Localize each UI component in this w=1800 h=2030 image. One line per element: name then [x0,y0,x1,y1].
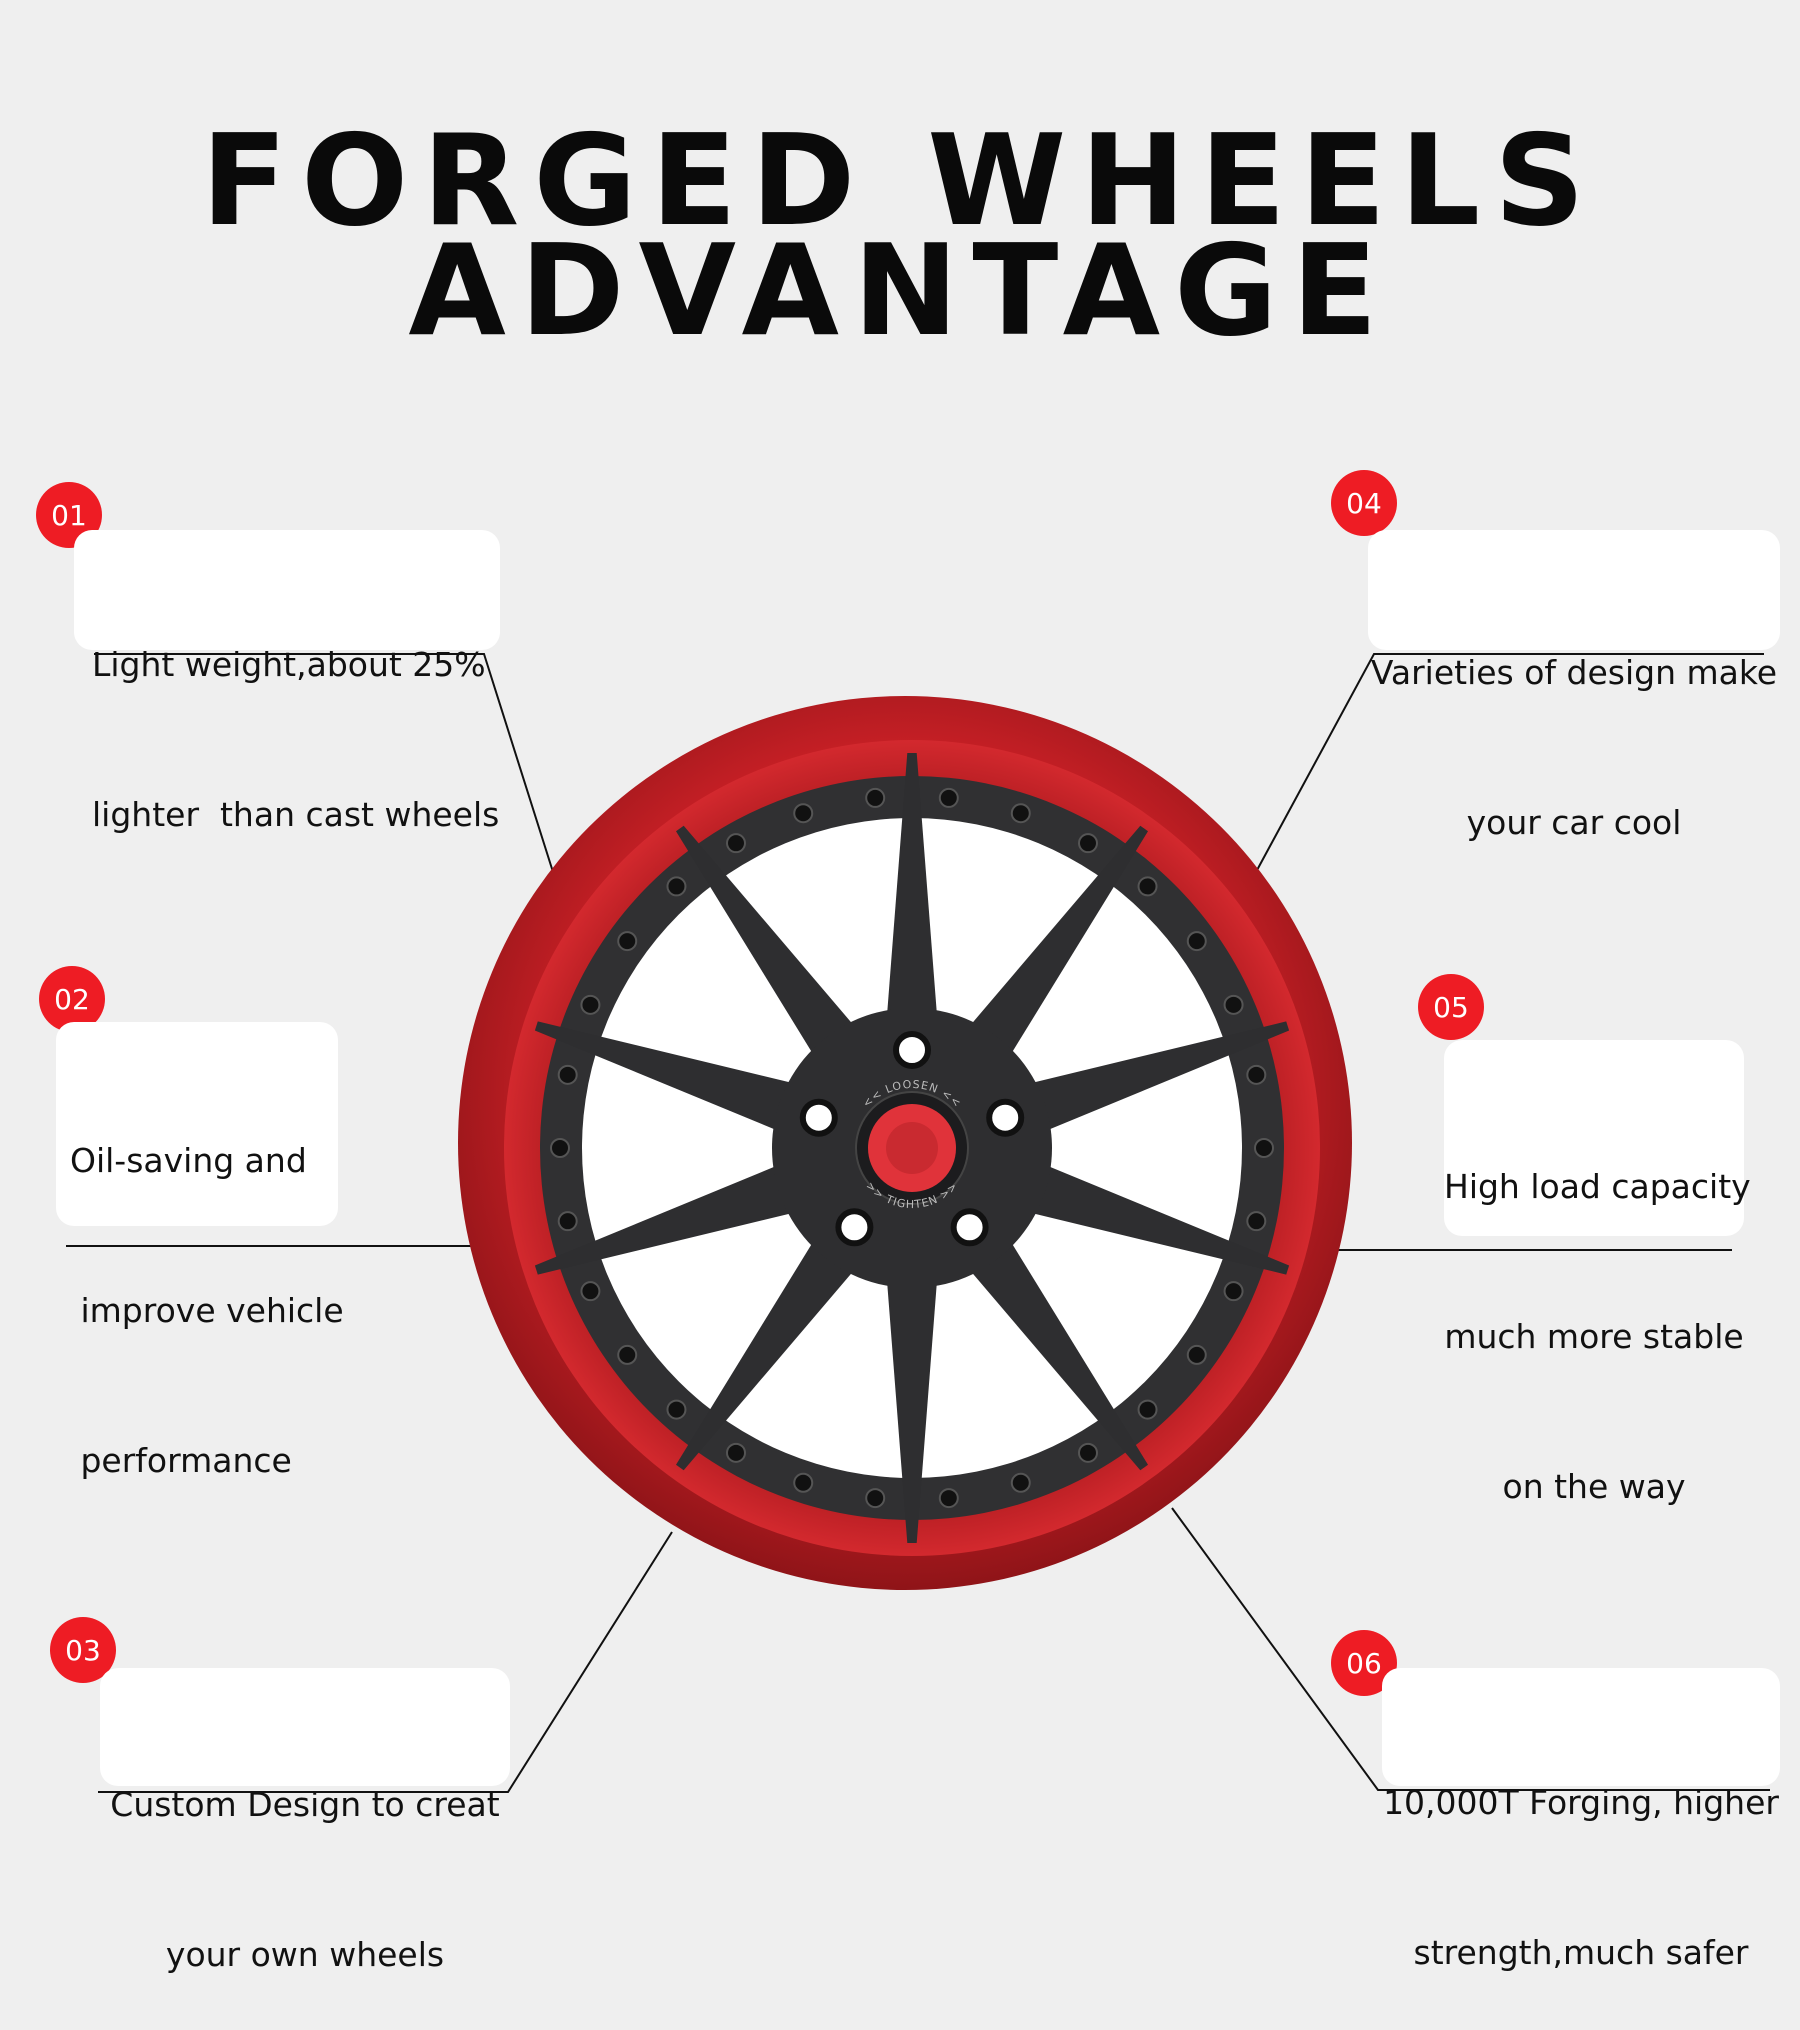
page-title-line-2: ADVANTAGE [408,217,1392,364]
feature-05-line-1: High load capacity [1444,1167,1751,1206]
spoke-window [727,1013,765,1042]
leader-line-01 [94,653,554,873]
spoke-window [838,931,859,975]
spoke [885,1265,939,1543]
spoke [885,753,939,1031]
spoke [676,1227,865,1471]
feature-03-line-2: your own wheels [165,1935,445,1974]
feature-05-line-2: much more stable [1444,1317,1744,1356]
feature-01-line-2: lighter than cast wheels [92,795,500,834]
rim-bolt [1078,833,1098,854]
rim-bolt [726,1442,746,1463]
center-cap-inner [886,1122,938,1174]
feature-06-line-1: 10,000T Forging, higher [1383,1783,1779,1822]
leader-line-03 [98,1531,673,1793]
spoke-window [965,931,986,975]
feature-02-card: Oil-saving and improve vehicle performan… [56,1022,344,1480]
feature-02-badge: 02 [39,966,105,1032]
rim-bolt [580,1281,601,1302]
rim-bolt [1186,931,1207,952]
spoke-window [1059,1254,1097,1283]
feature-03-line-1: Custom Design to creat [110,1785,500,1824]
feature-04-line-1: Varieties of design make [1370,653,1778,692]
feature-05-line-3: on the way [1502,1467,1686,1506]
lug-hole [950,1208,989,1247]
feature-01-card: Light weight,about 25% lighter than cast… [74,530,500,834]
rim-bolt [1137,876,1158,897]
feature-06-card: 10,000T Forging, higher strength,much sa… [1382,1668,1780,1972]
feature-06-line-2: strength,much safer [1413,1933,1749,1972]
lug-hole [835,1208,874,1247]
rim-bolt [617,931,638,952]
rim-bolt [1137,1399,1158,1420]
feature-04-card: Varieties of design make your car cool [1368,530,1780,842]
lug-holes [799,1031,1025,1247]
lug-hole [986,1098,1025,1137]
rim-bolt [1254,1138,1274,1158]
spoke [1015,1159,1290,1275]
feature-04-line-2: your car cool [1466,803,1682,842]
rim-bolt [938,1488,959,1509]
wheel: << LOOSEN << >> TIGHTEN >> [458,696,1352,1590]
spokes [534,753,1290,1543]
page-title-line-1: FORGED WHEELS [201,107,1599,254]
feature-05-badge: 05 [1418,974,1484,1040]
rim-bolt [938,787,959,808]
feature-05-card: High load capacity much more stable on t… [1444,1040,1751,1506]
spoke-window [685,1140,729,1156]
leader-line-06 [1171,1507,1770,1791]
rim-bolt [1223,1281,1244,1302]
rim-bolt [666,1399,687,1420]
spoke [534,1021,809,1137]
rim-bolt [557,1064,578,1085]
rim-bolt [617,1344,638,1365]
feature-02-line-1: Oil-saving and [70,1141,307,1180]
feature-02-line-2: improve vehicle [70,1291,344,1330]
spoke [959,1227,1148,1471]
spoke-window [965,1321,986,1365]
rim-bolt [793,1472,814,1493]
spoke-window [838,1321,859,1365]
spoke [534,1159,809,1275]
rim-bolt [793,803,814,824]
leader-lines [66,653,1770,1793]
rim-bolt [1010,803,1031,824]
rim-bolts [550,787,1274,1509]
feature-02-line-3: performance [70,1441,292,1480]
lug-hole [799,1098,838,1137]
spoke [676,825,865,1069]
rim-bolt [666,876,687,897]
rim-bolt [865,1488,886,1509]
rim-bolt [865,787,886,808]
leader-line-04 [1255,653,1764,873]
rim-bolt [1078,1442,1098,1463]
rim-bolt [1223,994,1244,1015]
rim-bolt [1246,1211,1267,1232]
feature-04-badge: 04 [1331,470,1397,536]
rim-bolt [580,994,601,1015]
feature-03-card: Custom Design to creat your own wheels [100,1668,510,1974]
rim-bolt [1010,1472,1031,1493]
rim-bolt [1186,1344,1207,1365]
rim-bolt [557,1211,578,1232]
lug-hole [893,1031,931,1069]
spoke [1015,1021,1290,1137]
rim-bolt [550,1138,570,1158]
rim-bolt [726,833,746,854]
rim-bolt [1246,1064,1267,1085]
spoke [959,825,1148,1069]
spoke-window [727,1254,765,1283]
feature-01-line-1: Light weight,about 25% [92,645,486,684]
spoke-window [1095,1140,1139,1156]
spoke-window [1059,1013,1097,1042]
